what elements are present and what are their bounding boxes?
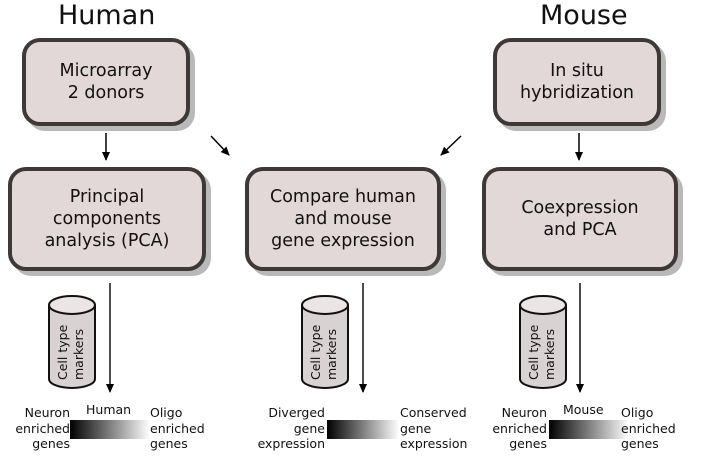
svg-text:Cell type markers: Cell type markers [55,321,86,380]
cylinder-label-line1: Cell type [526,324,541,380]
box-microarray: Microarray 2 donors [22,38,190,126]
cylinder-label-line2: markers [71,329,86,380]
cylinder-label-line2: markers [542,329,557,380]
box-compare: Compare human and mouse gene expression [245,167,441,271]
box-coexpression: Coexpression and PCA [482,167,678,271]
cylinder-human-markers: Cell type markers [48,295,96,389]
scale-mouse-title: Mouse [563,402,604,417]
cylinder-compare-markers: Cell type markers [301,295,349,389]
scale-compare-gradient [327,420,399,439]
scale-mouse-left-label: Neuron enriched genes [492,405,547,451]
scale-human-title: Human [86,402,132,417]
cylinder-mouse-markers: Cell type markers [519,295,567,389]
scale-human-gradient [70,420,150,439]
box-line: gene expression [271,231,415,251]
svg-text:Cell type markers: Cell type markers [308,321,339,380]
box-line: 2 donors [67,83,145,103]
box-line: components [52,209,162,229]
scale-human-right-label: Oligo enriched genes [150,405,205,451]
box-line: Principal [69,187,145,207]
box-line: Coexpression [521,198,639,218]
box-line: and PCA [543,220,617,240]
header-human: Human [58,0,156,31]
scale-mouse-gradient [549,420,629,439]
box-line: and mouse [294,209,392,229]
box-insitu: In situ hybridization [493,38,661,126]
cylinder-label-line1: Cell type [55,324,70,380]
box-line: In situ [550,61,604,81]
scale-mouse-right-label: Oligo enriched genes [621,405,676,451]
cylinder-label-line2: markers [324,329,339,380]
arrow-insitu-to-compare [440,135,462,156]
scale-human-left-label: Neuron enriched genes [15,405,70,451]
box-line: Compare human [270,187,416,207]
svg-text:Cell type markers: Cell type markers [526,321,557,380]
arrow-microarray-to-compare [210,135,230,156]
scale-compare-left-label: Diverged gene expression [257,405,325,451]
header-mouse: Mouse [540,0,628,31]
box-pca: Principal components analysis (PCA) [8,167,206,271]
box-line: analysis (PCA) [44,231,170,251]
scale-compare-right-label: Conserved gene expression [400,405,468,451]
box-line: hybridization [519,83,634,103]
cylinder-label-line1: Cell type [308,324,323,380]
box-line: Microarray [59,61,153,81]
